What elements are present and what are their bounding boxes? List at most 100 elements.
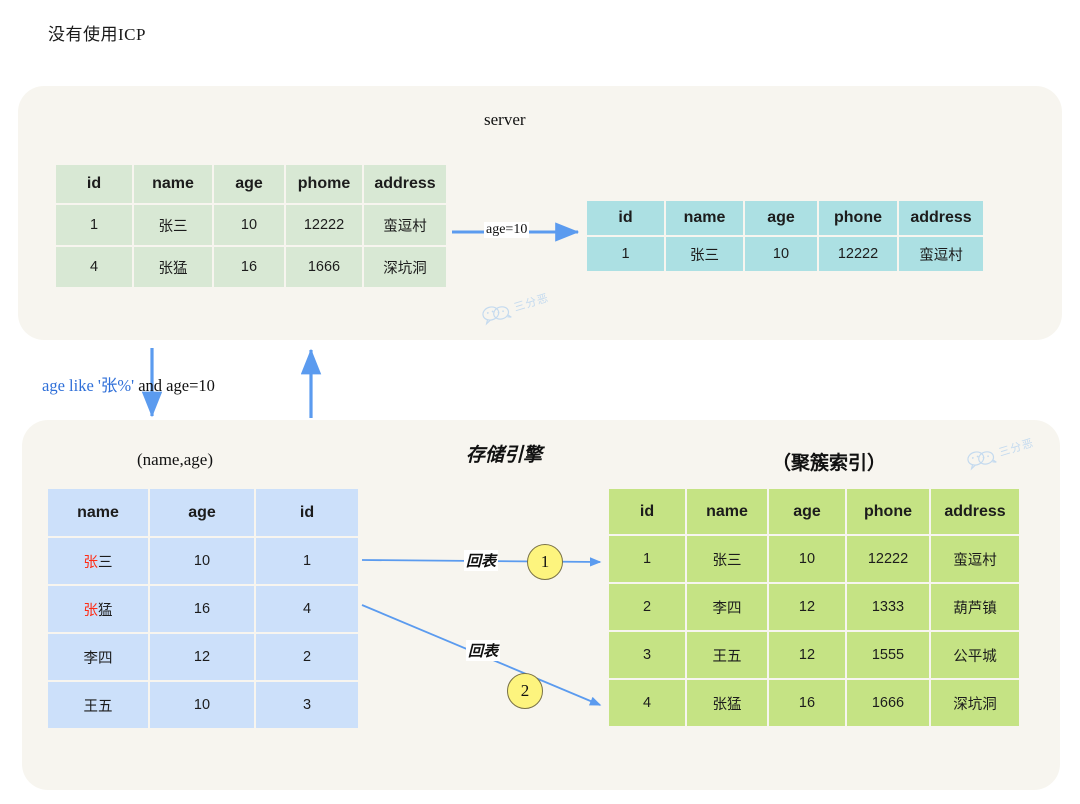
col-phone: phone	[819, 201, 897, 235]
cell-address: 公平城	[931, 632, 1019, 678]
table-row: 1 张三 10 12222 蛮逗村	[587, 237, 983, 271]
cell-phone: 1333	[847, 584, 929, 630]
cell-name-prefix: 张	[83, 554, 99, 571]
cell-name: 张三	[48, 538, 148, 584]
cell-name: 李四	[687, 584, 767, 630]
cell-address: 深坑洞	[364, 247, 446, 287]
col-name: name	[134, 165, 212, 203]
col-name: name	[687, 489, 767, 534]
cell-age: 12	[769, 632, 845, 678]
cell-age: 10	[150, 538, 254, 584]
col-id: id	[587, 201, 664, 235]
cell-name: 张猛	[687, 680, 767, 726]
table-row: 4 张猛 16 1666 深坑洞	[609, 680, 1019, 726]
cell-address: 深坑洞	[931, 680, 1019, 726]
table-row: 李四 12 2	[48, 634, 358, 680]
cell-name: 张三	[687, 536, 767, 582]
table-header-row: id name age phone address	[587, 201, 983, 235]
cell-id: 1	[56, 205, 132, 245]
cell-age: 10	[150, 682, 254, 728]
cell-address: 蛮逗村	[931, 536, 1019, 582]
table-row: 1 张三 10 12222 蛮逗村	[56, 205, 446, 245]
clustered-index-table: id name age phone address 1 张三 10 12222 …	[607, 487, 1021, 728]
cell-name: 李四	[48, 634, 148, 680]
secondary-index-table: name age id 张三 10 1 张猛 16 4 李四 12 2 王五 1…	[46, 487, 360, 730]
cell-id: 1	[587, 237, 664, 271]
cell-name-rest: 王五	[83, 698, 113, 715]
arrow-label-lookup-2: 回表	[466, 640, 501, 661]
cell-name: 张三	[134, 205, 212, 245]
col-age: age	[150, 489, 254, 536]
cell-phome: 1666	[286, 247, 362, 287]
col-id: id	[256, 489, 358, 536]
table-row: 王五 10 3	[48, 682, 358, 728]
table-row: 1 张三 10 12222 蛮逗村	[609, 536, 1019, 582]
cell-phone: 1555	[847, 632, 929, 678]
table-row: 3 王五 12 1555 公平城	[609, 632, 1019, 678]
col-address: address	[364, 165, 446, 203]
col-address: address	[931, 489, 1019, 534]
cell-name-rest: 李四	[83, 650, 113, 667]
cell-phome: 12222	[286, 205, 362, 245]
table-row: 2 李四 12 1333 葫芦镇	[609, 584, 1019, 630]
step-badge-2: 2	[507, 673, 543, 709]
cell-name: 张猛	[48, 586, 148, 632]
cell-id: 1	[609, 536, 685, 582]
page-title: 没有使用ICP	[48, 25, 146, 44]
cell-id: 2	[609, 584, 685, 630]
table-header-row: id name age phome address	[56, 165, 446, 203]
cell-name: 王五	[687, 632, 767, 678]
cell-id: 1	[256, 538, 358, 584]
cell-age: 16	[214, 247, 284, 287]
arrow-label-lookup-1: 回表	[464, 550, 499, 571]
col-age: age	[214, 165, 284, 203]
cell-phone: 12222	[847, 536, 929, 582]
col-name: name	[666, 201, 743, 235]
sql-condition-black: and age=10	[134, 376, 215, 395]
cell-age: 10	[214, 205, 284, 245]
col-id: id	[609, 489, 685, 534]
col-age: age	[745, 201, 817, 235]
col-address: address	[899, 201, 983, 235]
clustered-index-title: （聚簇索引）	[772, 453, 887, 474]
cell-id: 3	[256, 682, 358, 728]
cell-age: 12	[769, 584, 845, 630]
cell-age: 16	[769, 680, 845, 726]
engine-panel-title: 存储引擎	[466, 445, 543, 466]
table-row: 4 张猛 16 1666 深坑洞	[56, 247, 446, 287]
cell-id: 4	[56, 247, 132, 287]
col-name: name	[48, 489, 148, 536]
table-row: 张三 10 1	[48, 538, 358, 584]
cell-age: 10	[745, 237, 817, 271]
cell-name: 张猛	[134, 247, 212, 287]
table-header-row: name age id	[48, 489, 358, 536]
col-phome: phome	[286, 165, 362, 203]
server-panel-title: server	[484, 110, 526, 129]
step-badge-1: 1	[527, 544, 563, 580]
arrow-label-filter: age=10	[484, 222, 530, 238]
cell-name-prefix: 张	[83, 602, 99, 619]
cell-name: 王五	[48, 682, 148, 728]
cell-phone: 12222	[819, 237, 897, 271]
table-header-row: id name age phone address	[609, 489, 1019, 534]
table-row: 张猛 16 4	[48, 586, 358, 632]
cell-id: 2	[256, 634, 358, 680]
cell-age: 16	[150, 586, 254, 632]
sql-condition-blue: age like '张%'	[42, 376, 135, 395]
cell-address: 蛮逗村	[899, 237, 983, 271]
cell-id: 4	[256, 586, 358, 632]
cell-id: 4	[609, 680, 685, 726]
cell-age: 12	[150, 634, 254, 680]
col-id: id	[56, 165, 132, 203]
server-result-table: id name age phone address 1 张三 10 12222 …	[585, 199, 985, 273]
cell-name: 张三	[666, 237, 743, 271]
cell-age: 10	[769, 536, 845, 582]
sql-condition-label: age like '张%' and age=10	[42, 372, 215, 396]
cell-address: 蛮逗村	[364, 205, 446, 245]
cell-name-rest: 三	[98, 554, 113, 571]
cell-name-rest: 猛	[98, 602, 113, 619]
cell-id: 3	[609, 632, 685, 678]
col-age: age	[769, 489, 845, 534]
secondary-index-title: (name,age)	[137, 450, 213, 469]
cell-address: 葫芦镇	[931, 584, 1019, 630]
